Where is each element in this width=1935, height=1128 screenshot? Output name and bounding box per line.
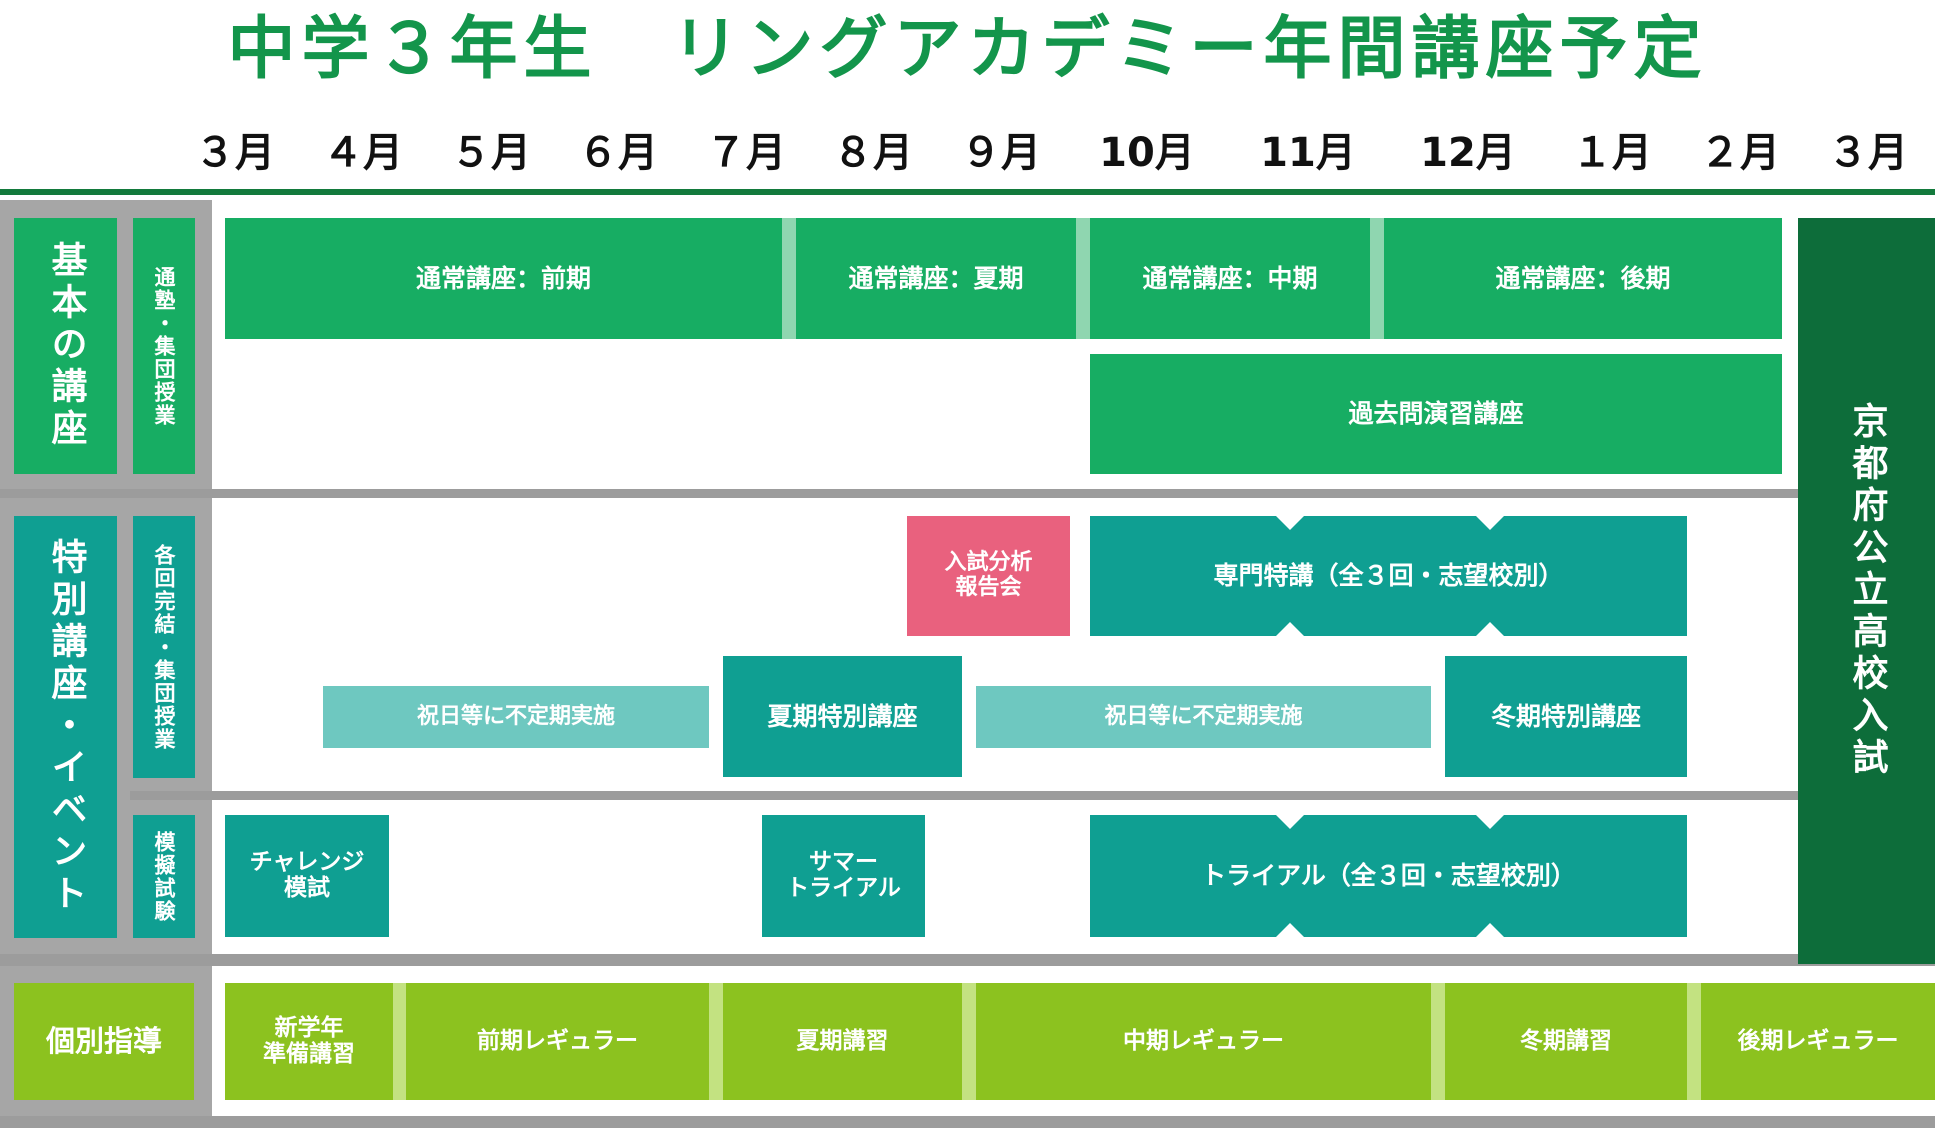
month-label: 10月 — [1099, 130, 1195, 176]
summer-trial-line-1: サマー — [809, 849, 878, 876]
category-special-sub: 各回完結・集団授業 — [133, 516, 195, 778]
month-label: １月 — [1572, 130, 1652, 176]
holiday-irregular-2: 祝日等に不定期実施 — [976, 686, 1431, 748]
late-regular: 後期レギュラー — [1701, 983, 1935, 1100]
basic-first-term: 通常講座：前期 — [225, 218, 782, 339]
trial-label: トライアル（全３回・志望校別） — [1201, 861, 1576, 890]
winter-lessons: 冬期講習 — [1445, 983, 1687, 1100]
month-label: ３月 — [1828, 130, 1908, 176]
month-label: ７月 — [706, 130, 786, 176]
category-basic: 基本の講座 — [14, 218, 117, 474]
summer-trial-line-2: トライアル — [786, 875, 901, 901]
session-divider-top — [1476, 815, 1504, 829]
header-rule — [0, 189, 1935, 195]
section-divider — [0, 1116, 1935, 1128]
session-divider-top — [1276, 516, 1304, 530]
new-grade-prep: 新学年準備講習 — [225, 983, 393, 1100]
category-basic-sub: 通塾・集団授業 — [133, 218, 195, 474]
exam-analysis-meeting: 入試分析報告会 — [907, 516, 1070, 636]
analysis-line-2: 報告会 — [955, 575, 1022, 600]
holiday-irregular-1: 祝日等に不定期実施 — [323, 686, 709, 748]
senmon-label: 専門特講（全３回・志望校別） — [1213, 561, 1564, 590]
summer-lessons: 夏期講習 — [723, 983, 962, 1100]
month-label: ６月 — [578, 130, 658, 176]
summer-trial: サマートライアル — [762, 815, 925, 937]
challenge-line-2: 模試 — [284, 875, 330, 901]
session-divider-top — [1276, 815, 1304, 829]
middle-regular: 中期レギュラー — [976, 983, 1431, 1100]
senmon-lecture: 専門特講（全３回・志望校別） — [1090, 516, 1687, 636]
summer-special-course: 夏期特別講座 — [723, 656, 962, 777]
winter-special-course: 冬期特別講座 — [1445, 656, 1687, 777]
challenge-mock-exam: チャレンジ模試 — [225, 815, 389, 937]
exam-column: 京都府公立高校入試 — [1798, 218, 1935, 964]
category-special: 特別講座・イベント — [14, 516, 117, 938]
analysis-line-1: 入試分析 — [944, 550, 1033, 576]
section-divider — [130, 791, 1800, 800]
session-divider-bottom — [1276, 923, 1304, 937]
session-divider-bottom — [1476, 622, 1504, 636]
month-label: 11月 — [1260, 130, 1356, 176]
trial-exam: トライアル（全３回・志望校別） — [1090, 815, 1687, 937]
category-mock-sub: 模擬試験 — [133, 815, 195, 938]
page-title: 中学３年生 リングアカデミー年間講座予定 — [227, 10, 1708, 89]
session-divider-bottom — [1276, 622, 1304, 636]
month-label: ２月 — [1700, 130, 1780, 176]
challenge-line-1: チャレンジ — [249, 849, 365, 876]
basic-late-term: 通常講座：後期 — [1384, 218, 1782, 339]
past-exam-course: 過去問演習講座 — [1090, 354, 1782, 474]
month-label: ８月 — [833, 130, 913, 176]
section-divider — [0, 489, 1800, 498]
session-divider-bottom — [1476, 923, 1504, 937]
prep-line-1: 新学年 — [274, 1014, 344, 1041]
basic-middle-term: 通常講座：中期 — [1090, 218, 1370, 339]
first-regular: 前期レギュラー — [406, 983, 709, 1100]
month-label: ４月 — [323, 130, 403, 176]
month-label: ５月 — [451, 130, 531, 176]
month-label: ９月 — [961, 130, 1041, 176]
section-divider — [0, 954, 1935, 966]
prep-line-2: 準備講習 — [263, 1040, 355, 1067]
category-individual: 個別指導 — [14, 983, 194, 1100]
month-label: 12月 — [1420, 130, 1516, 176]
basic-summer-term: 通常講座：夏期 — [796, 218, 1076, 339]
session-divider-top — [1476, 516, 1504, 530]
month-label: ３月 — [195, 130, 275, 176]
